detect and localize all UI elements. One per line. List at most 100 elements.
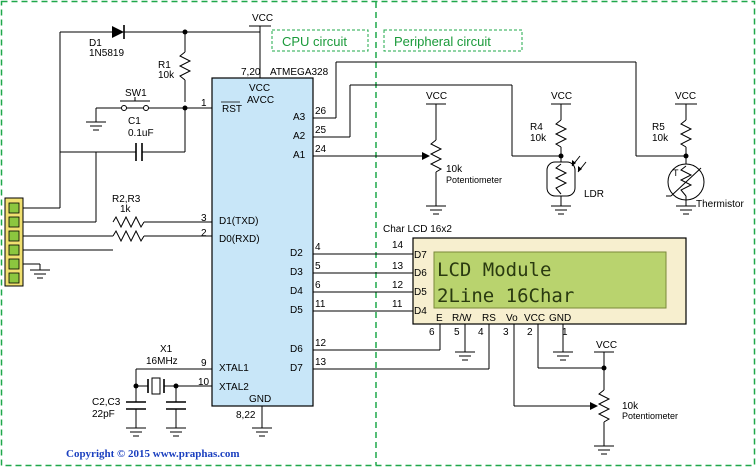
c1-value: 0.1uF bbox=[128, 128, 154, 139]
lcd-module: Char LCD 16x2 LCD Module 2Line 16Char D7… bbox=[383, 224, 687, 338]
resistor-r4: VCC R4 10k bbox=[530, 91, 572, 162]
mcu-pin-number: 5 bbox=[315, 261, 321, 272]
mcu-pin-label: D3 bbox=[290, 267, 303, 278]
crystal-x1: X1 16MHz bbox=[133, 344, 212, 402]
mcu-pin-label: D0(RXD) bbox=[219, 234, 260, 245]
lcd-pin-label: D5 bbox=[414, 287, 427, 298]
mcu-pin-number: 2 bbox=[201, 228, 207, 239]
lcd-pin-label: VCC bbox=[524, 313, 545, 324]
lcd-pin-label: R/W bbox=[452, 313, 472, 324]
lcd-line-2: 2Line 16Char bbox=[437, 285, 574, 307]
sw1-ref: SW1 bbox=[125, 88, 147, 99]
c1-ref: C1 bbox=[128, 116, 141, 127]
mcu-pin-label: RST bbox=[222, 104, 242, 115]
lcd-screen bbox=[433, 251, 667, 309]
c23-value: 22pF bbox=[92, 409, 115, 420]
potentiometer-1: VCC 10k Potentiometer bbox=[426, 91, 502, 215]
mcu-pin-label: D7 bbox=[290, 363, 303, 374]
r1-ref: R1 bbox=[158, 60, 171, 71]
lcd-pin-label: GND bbox=[549, 313, 571, 324]
lcd-title: Char LCD 16x2 bbox=[383, 224, 452, 235]
mcu-pin-number: 13 bbox=[315, 357, 327, 368]
mcu-pin-label: D1(TXD) bbox=[219, 216, 258, 227]
reset-line bbox=[60, 105, 212, 153]
pot1-name: Potentiometer bbox=[446, 175, 502, 185]
pot2-name: Potentiometer bbox=[622, 411, 678, 421]
mcu-pin-number: 9 bbox=[201, 358, 207, 369]
r5-value: 10k bbox=[652, 133, 669, 144]
capacitor-c1: C1 0.1uF bbox=[128, 116, 185, 161]
resistors-r2-r3: R2,R3 1k bbox=[96, 194, 212, 243]
lcd-pin-label: Vo bbox=[506, 313, 518, 324]
d1-ref: D1 bbox=[89, 38, 102, 49]
thermistor-sensor: T Thermistor bbox=[666, 163, 744, 215]
diode-d1: D1 1N5819 bbox=[60, 25, 260, 59]
mcu-pin-vcc-label: VCC bbox=[249, 83, 270, 94]
mcu-pin-label: D6 bbox=[290, 344, 303, 355]
pot2-value: 10k bbox=[622, 401, 639, 412]
c23-ref: C2,C3 bbox=[92, 397, 121, 408]
mcu-gnd-pins: 8,22 bbox=[236, 410, 256, 421]
r4-value: 10k bbox=[530, 133, 547, 144]
mcu-pin-number: 3 bbox=[201, 213, 207, 224]
thermistor-t-mark: T bbox=[673, 168, 679, 178]
lcd-pin-number: 12 bbox=[392, 280, 404, 291]
mcu-pin-avcc-label: AVCC bbox=[247, 95, 274, 106]
lcd-bottom-wiring bbox=[455, 324, 607, 410]
mcu-pin-number: 25 bbox=[315, 125, 327, 136]
mcu-pin-number: 10 bbox=[198, 377, 210, 388]
ldr-sensor: LDR bbox=[546, 155, 604, 215]
lcd-pin-label: E bbox=[436, 313, 443, 324]
mcu-pin-number: 12 bbox=[315, 338, 327, 349]
mcu-gnd-symbol bbox=[252, 406, 272, 437]
lcd-pin-number: 11 bbox=[392, 299, 403, 310]
lcd-pin-label: D7 bbox=[414, 250, 427, 261]
r1-value: 10k bbox=[158, 70, 175, 81]
cpu-section-label: CPU circuit bbox=[271, 29, 369, 52]
lcd-pin-number: 6 bbox=[429, 327, 435, 338]
resistor-r1: R1 10k bbox=[158, 32, 192, 102]
pot1-value: 10k bbox=[446, 164, 463, 175]
lcd-pin-label: D6 bbox=[414, 268, 427, 279]
mcu-pin-gnd-label: GND bbox=[249, 394, 271, 405]
mcu-pin-label: A2 bbox=[293, 131, 306, 142]
lcd-line-1: LCD Module bbox=[437, 259, 551, 281]
peripheral-section-title: Peripheral circuit bbox=[394, 34, 491, 49]
mcu-pin-label: XTAL1 bbox=[219, 363, 249, 374]
vcc-label: VCC bbox=[551, 91, 572, 102]
d1-value: 1N5819 bbox=[89, 48, 124, 59]
mcu-vcc-supply: VCC bbox=[249, 13, 273, 78]
copyright-text: Copyright © 2015 www.praphas.com bbox=[66, 448, 240, 460]
mcu-pin-label: A3 bbox=[293, 112, 306, 123]
mcu-pin-number: 4 bbox=[315, 242, 321, 253]
vcc-label: VCC bbox=[675, 91, 696, 102]
mcu-pin-number: 11 bbox=[315, 299, 326, 310]
r5-ref: R5 bbox=[652, 122, 665, 133]
lcd-pin-number: 1 bbox=[562, 327, 568, 338]
r4-ref: R4 bbox=[530, 122, 543, 133]
r23-value: 1k bbox=[120, 204, 132, 215]
mcu-pin-label: D2 bbox=[290, 248, 303, 259]
thermistor-name: Thermistor bbox=[696, 199, 744, 210]
mcu-pin-label: D4 bbox=[290, 286, 303, 297]
lcd-pin-number: 4 bbox=[478, 327, 484, 338]
mcu-name: ATMEGA328 bbox=[270, 67, 329, 78]
lcd-pin-number: 3 bbox=[503, 327, 509, 338]
x1-value: 16MHz bbox=[146, 356, 178, 367]
mcu-pin-label: XTAL2 bbox=[219, 382, 249, 393]
ldr-name: LDR bbox=[584, 189, 604, 200]
lcd-data-wires bbox=[313, 253, 490, 370]
capacitors-c2-c3: C2,C3 22pF bbox=[92, 397, 186, 437]
vcc-label: VCC bbox=[596, 340, 617, 351]
lcd-pin-number: 5 bbox=[454, 327, 460, 338]
vcc-label: VCC bbox=[426, 91, 447, 102]
mcu-pin-number: 26 bbox=[315, 106, 327, 117]
r23-ref: R2,R3 bbox=[112, 194, 141, 205]
mcu-pin-number: 1 bbox=[201, 98, 207, 109]
lcd-pin-number: 13 bbox=[392, 261, 404, 272]
mcu-pin-number: 6 bbox=[315, 280, 321, 291]
lcd-pin-number: 2 bbox=[527, 327, 533, 338]
vcc-label: VCC bbox=[252, 13, 273, 24]
